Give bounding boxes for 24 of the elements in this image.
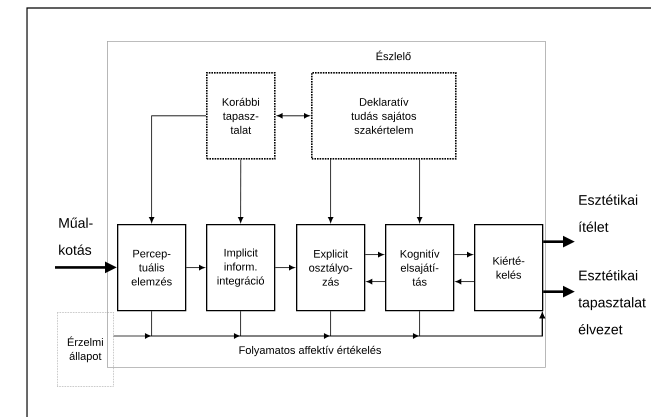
arrow xyxy=(417,159,422,223)
arrow xyxy=(455,279,474,284)
process-box: Kognitív elsajátí- tás xyxy=(385,224,454,312)
edge-label: Folyamatos affektív értékelés xyxy=(238,344,382,358)
process-box: Implicit inform. integráció xyxy=(206,224,276,312)
dotted-box: Érzelmi állapot xyxy=(57,312,114,387)
process-box: Explicit osztályo- zás xyxy=(296,224,366,312)
dotted-box: Deklaratív tudás sajátos szakértelem xyxy=(311,72,457,160)
arrow xyxy=(366,279,386,284)
arrow xyxy=(454,252,473,258)
text-label: Esztétikai tapasztalat élvezet xyxy=(578,270,646,334)
arrow xyxy=(328,159,334,223)
arrow xyxy=(364,252,384,258)
text-label: Esztétikai ítélet xyxy=(579,194,638,232)
arrow xyxy=(274,265,295,270)
process-box: Kiérté- kelés xyxy=(474,224,544,312)
text-label: Műal- kotás xyxy=(59,217,93,255)
arrow xyxy=(276,113,310,118)
arrow xyxy=(412,310,545,339)
process-box: Percep- tuális elemzés xyxy=(117,224,186,312)
arrow xyxy=(149,115,206,223)
arrow xyxy=(238,159,244,223)
dotted-box: Korábbi tapasz- talat xyxy=(206,72,276,160)
arrow xyxy=(186,265,205,270)
